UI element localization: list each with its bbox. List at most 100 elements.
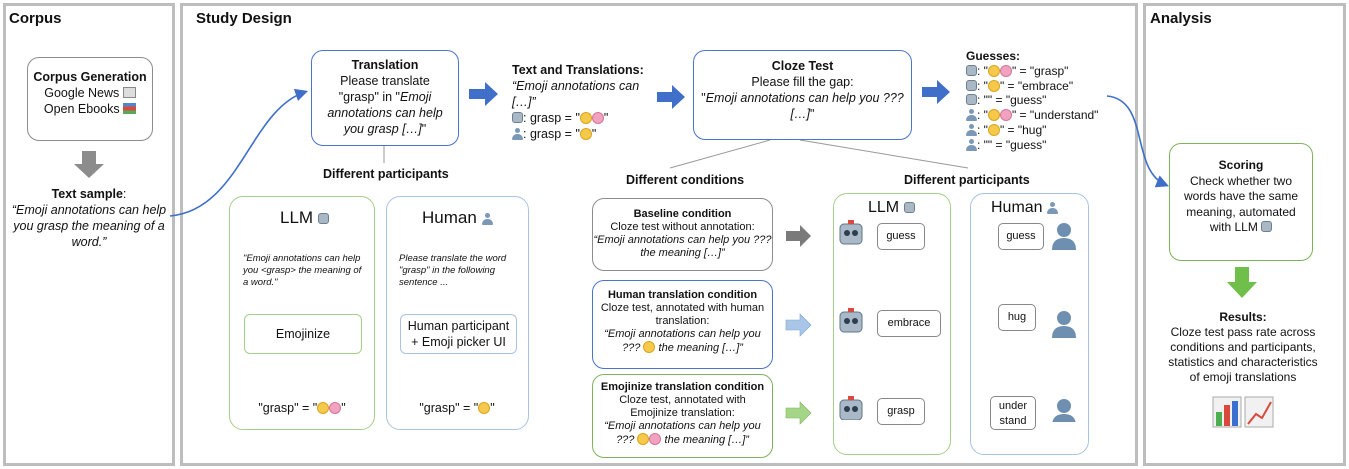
text-sample-text: “Emoji annotations can help you grasp th…	[11, 203, 167, 249]
arrow-translation-to-texts	[469, 82, 498, 106]
cloze-line2a: "	[701, 91, 706, 105]
arrow-human-cond	[785, 313, 812, 337]
text-translations-line2: […]”	[512, 95, 536, 109]
results-title: Results:	[1219, 310, 1267, 324]
newspaper-icon	[122, 87, 136, 98]
analysis-down-arrow	[1227, 267, 1257, 298]
emojinize-cond-quote2: ???	[616, 434, 638, 446]
human-title: Human	[422, 208, 477, 227]
llm-title: LLM	[280, 208, 314, 227]
results-line: Cloze test pass rate across	[1170, 325, 1316, 339]
scoring-title: Scoring	[1218, 158, 1264, 172]
text-translations-title: Text and Translations:	[512, 63, 644, 77]
guesses-title: Guesses:	[966, 49, 1021, 63]
text-translations-llm-b: "	[603, 111, 609, 125]
books-icon	[123, 103, 137, 114]
human-answer-bubble: guess	[998, 223, 1044, 250]
robot-icon	[317, 213, 329, 224]
source-google-news: Google News	[44, 86, 120, 100]
different-participants-right: Different participants	[904, 173, 1030, 187]
guess-word: = "guess"	[995, 93, 1047, 108]
robot-icon	[839, 396, 863, 420]
human-translation-condition-box: Human translation condition Cloze test, …	[592, 280, 773, 369]
scoring-box: Scoring Check whether two words have the…	[1169, 143, 1313, 261]
robot-icon	[903, 202, 915, 213]
person-icon	[481, 213, 493, 225]
brain-emoji-icon	[591, 112, 604, 124]
hug-emoji-icon	[643, 341, 656, 353]
cloze-line2b: Emoji annotations can help you ???	[705, 91, 904, 105]
cloze-line3a: […]	[790, 107, 810, 121]
handshake-emoji-icon	[579, 112, 592, 124]
emojinize-cond-quote3: the meaning […]”	[661, 434, 749, 446]
llm-result-a: "grasp" = "	[258, 401, 318, 415]
person-icon	[966, 138, 977, 151]
person-icon	[966, 109, 977, 122]
analysis-panel	[1143, 3, 1346, 466]
translation-box: Translation Please translate "grasp" in …	[311, 50, 459, 146]
translation-line1: Please translate	[340, 74, 430, 88]
corpus-generation-box: Corpus Generation Google News Open Ebook…	[27, 57, 153, 141]
emojinize-cond-title: Emojinize translation condition	[600, 381, 765, 393]
human-cond-quote1: “Emoji annotations can help you	[604, 328, 761, 340]
handshake-emoji-icon	[317, 402, 330, 414]
brain-emoji-icon	[649, 433, 662, 445]
study-design-panel	[180, 3, 1138, 466]
llm-answer-bubble: grasp	[877, 398, 925, 425]
translation-line2a: "grasp" in "	[338, 90, 400, 104]
llm-participants-title: LLM	[868, 199, 900, 216]
emojinize-process: Emojinize	[244, 314, 362, 354]
corpus-down-arrow	[74, 151, 104, 178]
corpus-generation-title: Corpus Generation	[33, 70, 147, 84]
scoring-line: meaning, automated	[1186, 204, 1296, 219]
robot-icon	[966, 64, 977, 76]
results: Results: Cloze test pass rate across con…	[1150, 310, 1336, 385]
translation-line4b: "	[421, 122, 427, 136]
guess-row: : "" = "embrace"	[966, 79, 1116, 94]
guess-row: : "" = "understand"	[966, 108, 1116, 123]
scoring-line: Check whether two	[1189, 173, 1293, 188]
guess-word: = "hug"	[1007, 122, 1047, 137]
robot-icon	[1261, 221, 1273, 232]
llm-translation-box: LLM "Emoji annotations can help you <gra…	[229, 196, 375, 430]
guess-row: : "" = "hug"	[966, 123, 1116, 138]
line-chart-icon	[1244, 396, 1274, 428]
human-process-line2: + Emoji picker UI	[411, 335, 506, 349]
human-cond-desc1: Cloze test, annotated with human	[600, 302, 765, 314]
scoring-line: words have the same	[1183, 189, 1299, 203]
text-sample: Text sample: “Emoji annotations can help…	[11, 187, 167, 249]
guess-word: = "understand"	[1019, 108, 1099, 123]
cloze-test-box: Cloze Test Please fill the gap: "Emoji a…	[693, 50, 912, 140]
llm-answer-bubble: guess	[877, 223, 925, 250]
emojinize-condition-box: Emojinize translation condition Cloze te…	[592, 374, 773, 458]
text-sample-label: Text sample	[51, 187, 123, 201]
analysis-title: Analysis	[1150, 10, 1212, 27]
guesses: Guesses: : "" = "grasp" : "" = "embrace"…	[966, 49, 1116, 153]
baseline-quote: “Emoji annotations can help you ??? the …	[593, 234, 772, 259]
person-icon	[1052, 399, 1076, 422]
human-participants-title: Human	[991, 199, 1043, 216]
human-answer-bubble: hug	[998, 304, 1036, 331]
baseline-desc: Cloze test without annotation:	[610, 221, 755, 233]
human-answer-bubble: under stand	[990, 396, 1036, 430]
guess-word: = "embrace"	[1007, 78, 1074, 93]
robot-icon	[839, 220, 863, 245]
curve-to-translation	[169, 88, 309, 217]
hug-emoji-icon	[579, 128, 592, 140]
curve-to-scoring	[1106, 95, 1169, 188]
llm-answer-bubble: embrace	[877, 310, 941, 337]
corpus-title: Corpus	[9, 10, 62, 27]
person-icon	[1047, 202, 1059, 214]
emojinize-cond-quote1: “Emoji annotations can help you	[604, 420, 761, 432]
brain-emoji-icon	[329, 402, 342, 414]
corpus-panel	[3, 3, 175, 466]
human-process-line1: Human participant	[407, 319, 510, 333]
translation-line3: annotations can help	[327, 106, 443, 120]
emojinize-cond-desc2: Emojinize translation:	[630, 407, 735, 419]
arrow-baseline	[786, 225, 811, 247]
baseline-title: Baseline condition	[633, 208, 732, 220]
human-cond-quote3: the meaning […]”	[655, 342, 743, 354]
guess-row: : "" = "grasp"	[966, 64, 1116, 79]
source-open-ebooks: Open Ebooks	[43, 102, 120, 116]
